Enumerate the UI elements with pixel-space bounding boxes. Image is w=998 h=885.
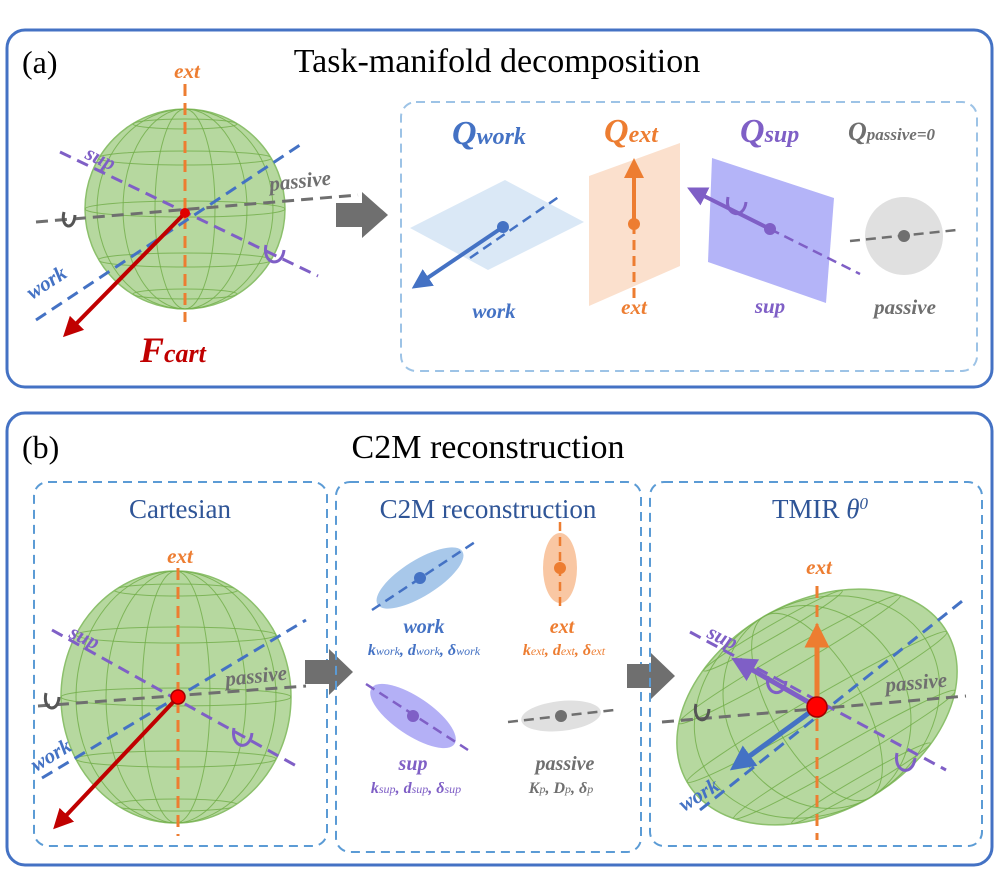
ext-label-c: ext — [806, 555, 833, 579]
work-vector-c — [729, 704, 819, 771]
q-passive-symbol: Qpassive=0 — [848, 117, 936, 146]
sup-rotation-icon-c2 — [895, 752, 917, 772]
origin-dot-a — [180, 208, 190, 218]
c2m-ext-name: ext — [550, 616, 576, 638]
origin-dot-c — [806, 696, 828, 718]
c2m-sup-params: ksup, dsup, δsup — [371, 780, 461, 797]
c2m-sup-name: sup — [398, 753, 428, 775]
q-work-symbol: Qwork — [452, 115, 526, 152]
c2m-box — [335, 481, 642, 853]
q-passive-manifold: Qpassive=0 passive — [848, 117, 958, 319]
q-ext-label: ext — [621, 295, 648, 319]
c2m-work-params: kwork, dwork, δwork — [368, 642, 481, 659]
force-vector-b — [53, 695, 180, 830]
tmir-box — [649, 481, 983, 847]
origin-dot-b — [170, 689, 186, 705]
panel-b-tag: (b) — [22, 429, 59, 465]
decomposition-box — [400, 101, 978, 372]
sup-axis-c — [689, 630, 947, 772]
force-vector-a — [62, 211, 187, 338]
tmir-title: TMIR θ0 — [772, 494, 869, 525]
sup-rotation-icon-b — [232, 727, 254, 747]
panel-b-border — [5, 411, 994, 867]
c2m-sup: sup ksup, dsup, δsup — [365, 682, 469, 797]
sup-vector-c — [731, 657, 819, 710]
flow-arrow-b2 — [627, 653, 675, 699]
c2m-passive: passive Kp, Dp, δp — [507, 700, 615, 797]
c2m-ext: ext kext, dext, δext — [523, 522, 606, 659]
sup-rotation-icon-a — [264, 244, 286, 264]
ext-label-a: ext — [174, 59, 201, 83]
q-sup-manifold: Qsup sup — [687, 113, 861, 318]
panel-a-title: Task-manifold decomposition — [294, 43, 701, 80]
q-sup-symbol: Qsup — [740, 113, 799, 150]
q-ext-symbol: Qext — [604, 113, 659, 150]
panel-b-title: C2M reconstruction — [352, 429, 625, 466]
c2m-work: work kwork, dwork, δwork — [368, 538, 481, 659]
work-label-a: work — [22, 260, 72, 304]
c2m-title: C2M reconstruction — [380, 494, 597, 524]
c2m-ext-params: kext, dext, δext — [523, 642, 606, 659]
cartesian-title: Cartesian — [129, 494, 231, 524]
passive-label-c: passive — [882, 668, 948, 697]
q-ext-manifold: Qext ext — [589, 113, 680, 319]
q-sup-label: sup — [754, 294, 785, 318]
sup-rotation-icon-c1 — [766, 675, 788, 694]
passive-rotation-icon-b — [43, 692, 61, 710]
c2m-work-name: work — [403, 616, 444, 638]
q-passive-label: passive — [872, 295, 936, 319]
ext-label-b: ext — [167, 544, 194, 568]
passive-rotation-icon-a — [61, 211, 77, 228]
c2m-passive-params: Kp, Dp, δp — [528, 780, 593, 797]
panel-a-tag: (a) — [22, 44, 58, 80]
q-work-manifold: Qwork work — [410, 115, 584, 323]
force-label-a: Fcart — [139, 330, 207, 370]
flow-arrow-a — [336, 192, 388, 238]
passive-axis-a — [35, 193, 359, 224]
panel-a-border — [5, 28, 994, 389]
q-work-label: work — [472, 299, 516, 323]
c2m-passive-name: passive — [534, 753, 595, 775]
passive-rotation-icon-c — [693, 703, 711, 722]
flow-arrow-b1 — [305, 649, 353, 695]
